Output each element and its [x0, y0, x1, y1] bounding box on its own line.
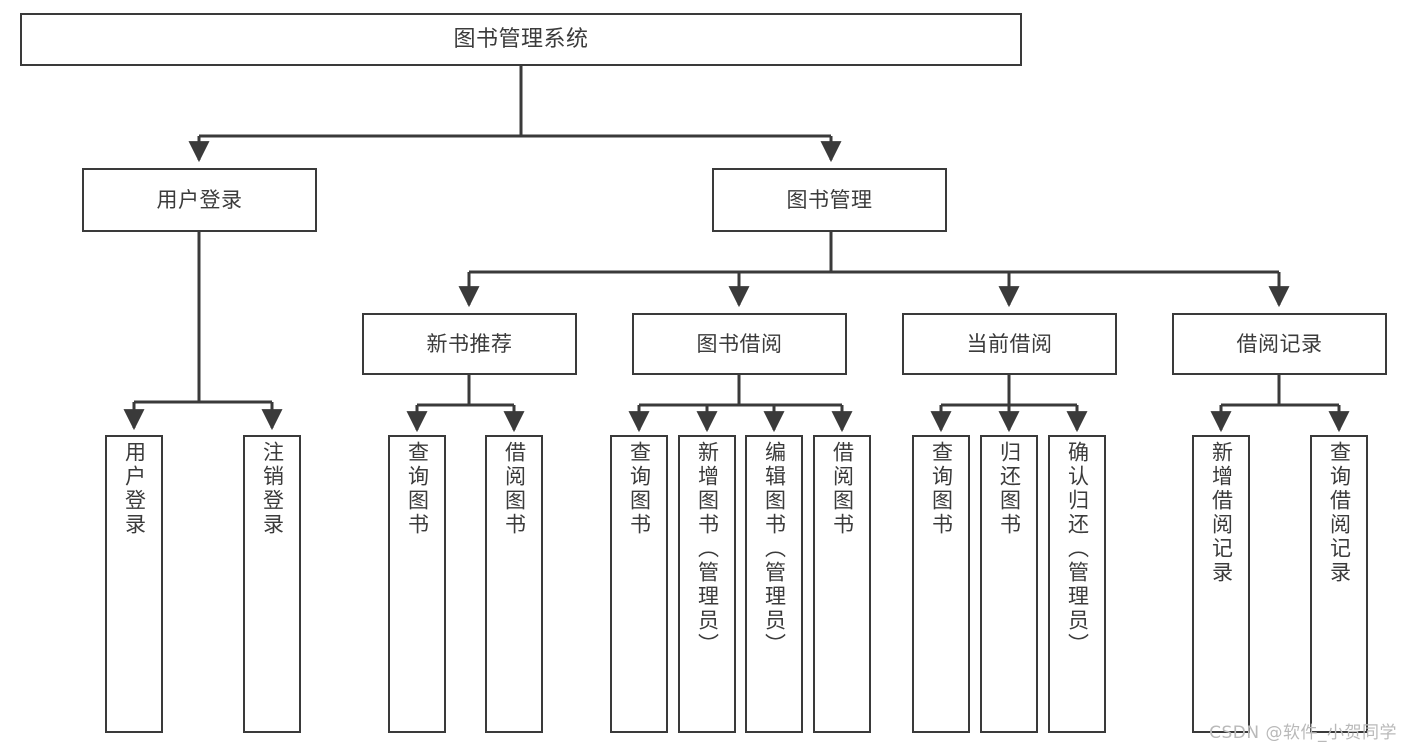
watermark-text: CSDN @软件_小贺同学 [1209, 723, 1397, 743]
node-user-login[interactable]: 用户登录 [82, 168, 317, 232]
node-leaf-borrow-book-recommend[interactable]: 借阅图书 [485, 435, 543, 733]
node-leaf-query-book-recommend[interactable]: 查询图书 [388, 435, 446, 733]
node-label: 图书借阅 [696, 331, 783, 356]
node-root-book-management-system[interactable]: 图书管理系统 [20, 13, 1022, 66]
node-label: 新增借阅记录 [1209, 441, 1234, 585]
node-label: 编辑图书（管理员） [762, 441, 787, 657]
node-leaf-confirm-return-admin[interactable]: 确认归还（管理员） [1048, 435, 1106, 733]
node-new-book-recommend[interactable]: 新书推荐 [362, 313, 577, 375]
node-label: 借阅图书 [502, 441, 527, 537]
node-label: 归还图书 [997, 441, 1022, 537]
node-leaf-query-borrow-record[interactable]: 查询借阅记录 [1310, 435, 1368, 733]
node-label: 用户登录 [156, 187, 243, 212]
node-label: 查询图书 [627, 441, 652, 537]
node-leaf-borrow-book[interactable]: 借阅图书 [813, 435, 871, 733]
node-leaf-return-book[interactable]: 归还图书 [980, 435, 1038, 733]
node-label: 图书管理 [786, 187, 873, 212]
node-label: 查询借阅记录 [1327, 441, 1352, 585]
node-label: 借阅图书 [830, 441, 855, 537]
node-book-management[interactable]: 图书管理 [712, 168, 947, 232]
node-label: 当前借阅 [966, 331, 1053, 356]
node-leaf-add-book-admin[interactable]: 新增图书（管理员） [678, 435, 736, 733]
node-leaf-logout[interactable]: 注销登录 [243, 435, 301, 733]
node-borrow-record[interactable]: 借阅记录 [1172, 313, 1387, 375]
node-current-borrow[interactable]: 当前借阅 [902, 313, 1117, 375]
node-leaf-query-book-borrow[interactable]: 查询图书 [610, 435, 668, 733]
node-leaf-add-borrow-record[interactable]: 新增借阅记录 [1192, 435, 1250, 733]
node-leaf-edit-book-admin[interactable]: 编辑图书（管理员） [745, 435, 803, 733]
node-label: 注销登录 [260, 441, 285, 537]
node-book-borrow[interactable]: 图书借阅 [632, 313, 847, 375]
node-label: 查询图书 [405, 441, 430, 537]
node-label: 新书推荐 [426, 331, 513, 356]
node-label: 图书管理系统 [453, 26, 589, 52]
node-leaf-user-login[interactable]: 用户登录 [105, 435, 163, 733]
node-leaf-query-book-current[interactable]: 查询图书 [912, 435, 970, 733]
node-label: 查询图书 [929, 441, 954, 537]
node-label: 确认归还（管理员） [1065, 441, 1090, 657]
node-label: 新增图书（管理员） [695, 441, 720, 657]
node-label: 用户登录 [122, 441, 147, 537]
node-label: 借阅记录 [1236, 331, 1323, 356]
